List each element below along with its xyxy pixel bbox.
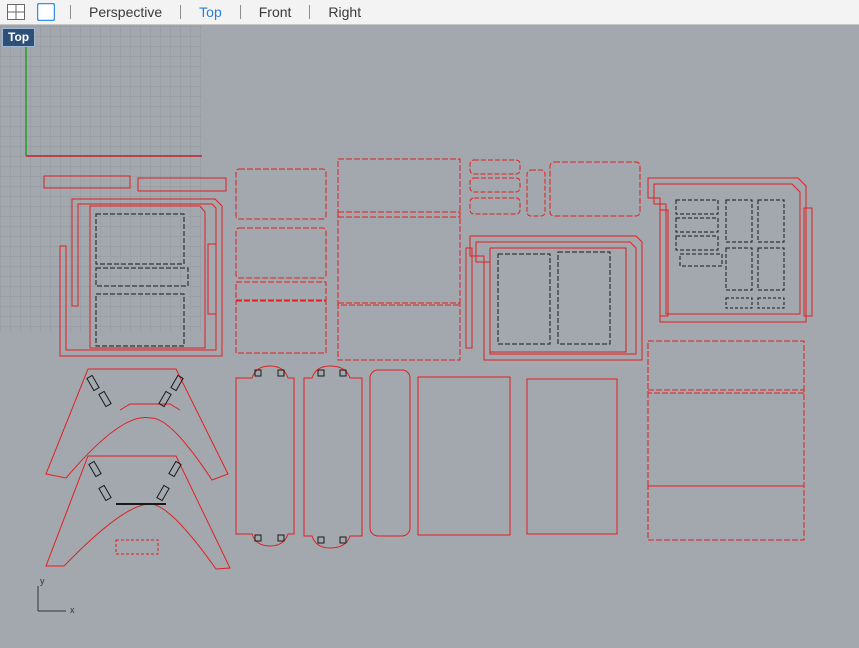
part-stand-notch	[119, 403, 181, 411]
part-panel-notched	[235, 227, 327, 279]
engrave-hole	[277, 369, 285, 377]
engrave-box	[725, 247, 753, 291]
engrave-box	[95, 293, 185, 347]
engrave-slot	[158, 390, 172, 408]
tab-front[interactable]: Front	[258, 4, 292, 20]
engrave-hole	[317, 536, 325, 544]
engrave-slot	[98, 390, 112, 408]
part-small-notched	[469, 177, 521, 193]
toolbar-separator	[239, 5, 241, 19]
engrave-box	[675, 235, 719, 251]
part-panel-notched	[647, 485, 805, 541]
viewport-label[interactable]: Top	[2, 28, 36, 47]
part-panel-notched	[647, 340, 805, 394]
engrave-slot	[88, 460, 102, 478]
engrave-hole	[339, 369, 347, 377]
part-panel-notched	[337, 211, 461, 306]
engrave-box	[725, 199, 753, 243]
part-frame-inner	[489, 247, 627, 353]
part-frame	[647, 177, 807, 323]
part-frame	[475, 241, 637, 355]
construction-grid	[0, 26, 202, 332]
part-stand	[45, 368, 229, 481]
engrave-slot	[98, 484, 112, 502]
part-panel-notched	[337, 302, 461, 361]
part-panel-notched	[235, 300, 327, 354]
part-small-notched	[526, 169, 546, 217]
engrave-hole	[254, 534, 262, 542]
part-strip	[137, 177, 227, 192]
engrave-hole	[317, 369, 325, 377]
part-small-notched	[469, 197, 521, 215]
part-plate	[526, 378, 618, 535]
axis-y-label: y	[40, 576, 45, 586]
part-panel-notched	[235, 281, 327, 301]
part-panel-notched	[647, 389, 805, 487]
toolbar-separator	[180, 5, 182, 19]
engrave-parts	[86, 199, 785, 544]
cut-parts	[43, 158, 813, 570]
viewport-toolbar: Perspective Top Front Right	[0, 0, 859, 25]
toolbar-separator	[309, 5, 311, 19]
part-slot-bar	[659, 209, 669, 317]
part-panel-notched	[337, 158, 461, 218]
tab-perspective[interactable]: Perspective	[89, 4, 163, 20]
axis-x-label: x	[70, 605, 75, 615]
engrave-box	[757, 297, 785, 309]
top-viewport[interactable]: y x Top	[0, 26, 859, 648]
engrave-box	[95, 267, 189, 287]
engrave-box	[95, 213, 185, 265]
four-viewports-icon[interactable]	[6, 2, 26, 22]
viewport-canvas[interactable]: y x	[0, 26, 859, 648]
part-frame	[469, 235, 643, 361]
tab-top[interactable]: Top	[199, 4, 222, 20]
part-comb	[115, 539, 159, 555]
engrave-hole	[277, 534, 285, 542]
engrave-slot	[170, 374, 184, 392]
engrave-slot	[86, 374, 100, 392]
engrave-box	[675, 217, 719, 233]
part-small-notched	[469, 159, 521, 175]
engrave-hole	[339, 536, 347, 544]
part-frame-inner	[89, 205, 206, 349]
axis-widget-icon: y x	[37, 576, 75, 615]
engrave-box	[757, 199, 785, 243]
engrave-box	[757, 247, 785, 291]
engrave-box	[557, 251, 611, 345]
part-hinge-plate	[303, 365, 363, 549]
part-slot-bar	[207, 243, 217, 315]
part-stand	[45, 455, 231, 570]
engrave-hole	[254, 369, 262, 377]
part-frame	[59, 198, 223, 357]
part-hinge-plate	[235, 365, 295, 547]
part-plate	[369, 369, 411, 537]
engrave-box	[675, 199, 719, 215]
part-panel-notched	[235, 168, 327, 220]
engrave-box	[725, 297, 753, 309]
single-viewport-icon[interactable]	[36, 2, 56, 22]
part-panel-notched	[549, 161, 641, 217]
engrave-box	[497, 253, 551, 345]
engrave-slot	[168, 460, 182, 478]
toolbar-separator	[70, 5, 71, 19]
part-frame	[653, 183, 801, 315]
part-plate	[417, 376, 511, 536]
part-slot-bar	[803, 207, 813, 317]
tab-right[interactable]: Right	[328, 4, 362, 20]
engrave-slot	[156, 484, 170, 502]
part-strip	[43, 175, 131, 189]
engrave-box	[679, 253, 723, 267]
part-slot-bar	[465, 247, 473, 349]
